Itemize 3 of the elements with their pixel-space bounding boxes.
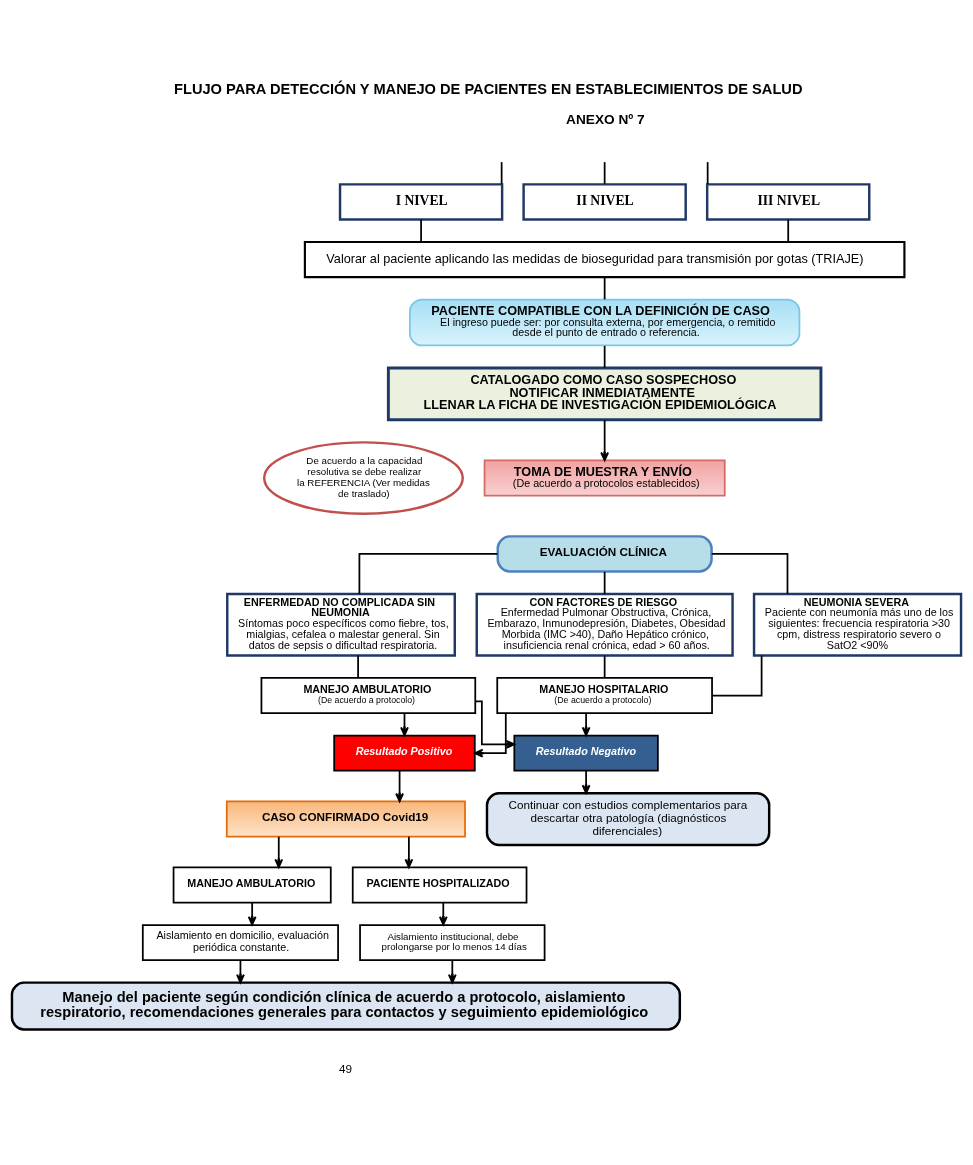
label: ANEXO Nº 7 bbox=[566, 111, 645, 127]
diagram-title: FLUJO PARA DETECCIÓN Y MANEJO DE PACIENTES EN ESTABLECIMIENTOS DE SALUD bbox=[174, 80, 803, 97]
label: 49 bbox=[339, 1061, 353, 1075]
